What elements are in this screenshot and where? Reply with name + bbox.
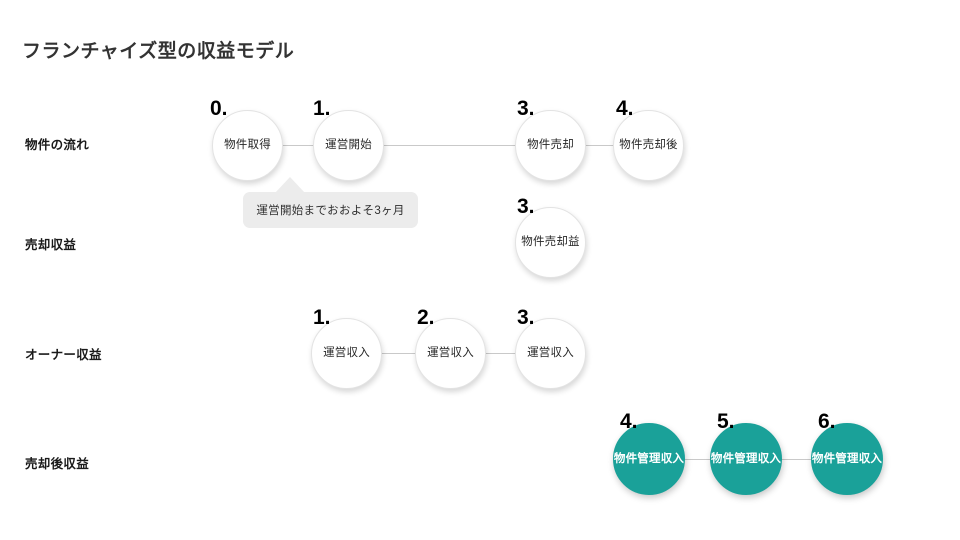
node-label: 物件売却 <box>527 139 574 152</box>
step-number-sale-revenue-3: 3. <box>517 195 535 218</box>
callout-operation-start-duration: 運営開始までおおよそ3ヶ月 <box>243 192 418 228</box>
node-label: 運営収入 <box>527 347 574 360</box>
node-label: 運営収入 <box>323 347 370 360</box>
node-label: 物件取得 <box>224 139 271 152</box>
connector-owner-2-3 <box>476 353 526 354</box>
node-label: 物件管理収入 <box>613 452 685 465</box>
node-property-management-income-6[interactable]: 物件管理収入 <box>811 423 883 495</box>
node-property-sale[interactable]: 物件売却 <box>515 110 586 181</box>
node-property-management-income-5[interactable]: 物件管理収入 <box>710 423 782 495</box>
connector-flow-3-4 <box>578 145 620 146</box>
step-number-flow-4: 4. <box>616 97 634 120</box>
page-title: フランチャイズ型の収益モデル <box>22 41 295 62</box>
node-after-property-sale[interactable]: 物件売却後 <box>613 110 684 181</box>
node-label: 運営開始 <box>325 139 372 152</box>
node-property-acquisition[interactable]: 物件取得 <box>212 110 283 181</box>
step-number-owner-3: 3. <box>517 306 535 329</box>
node-operating-income-3[interactable]: 運営収入 <box>515 318 586 389</box>
step-number-flow-0: 0. <box>210 97 228 120</box>
connector-post-sale-4-5 <box>676 459 716 460</box>
node-operation-start[interactable]: 運営開始 <box>313 110 384 181</box>
step-number-flow-3: 3. <box>517 97 535 120</box>
node-operating-income-2[interactable]: 運営収入 <box>415 318 486 389</box>
row-label-sale-revenue: 売却収益 <box>25 238 77 252</box>
row-label-owner-revenue: オーナー収益 <box>25 348 102 362</box>
node-property-management-income-4[interactable]: 物件管理収入 <box>613 423 685 495</box>
step-number-post-sale-5: 5. <box>717 410 735 433</box>
node-property-sale-profit[interactable]: 物件売却益 <box>515 207 586 278</box>
step-number-flow-1: 1. <box>313 97 331 120</box>
connector-owner-1-2 <box>372 353 424 354</box>
step-number-owner-2: 2. <box>417 306 435 329</box>
connector-post-sale-5-6 <box>776 459 818 460</box>
node-label: 運営収入 <box>427 347 474 360</box>
step-number-post-sale-4: 4. <box>620 410 638 433</box>
node-label: 物件管理収入 <box>811 452 883 465</box>
row-label-property-flow: 物件の流れ <box>25 138 90 152</box>
step-number-post-sale-6: 6. <box>818 410 836 433</box>
node-operating-income-1[interactable]: 運営収入 <box>311 318 382 389</box>
callout-text: 運営開始までおおよそ3ヶ月 <box>256 205 405 217</box>
step-number-owner-1: 1. <box>313 306 331 329</box>
node-label: 物件売却後 <box>619 139 678 152</box>
node-label: 物件管理収入 <box>710 452 782 465</box>
row-label-post-sale-revenue: 売却後収益 <box>25 457 90 471</box>
node-label: 物件売却益 <box>521 236 580 249</box>
connector-flow-0-1 <box>272 145 324 146</box>
callout-arrow-icon <box>275 177 305 193</box>
connector-flow-1-3 <box>368 145 518 146</box>
